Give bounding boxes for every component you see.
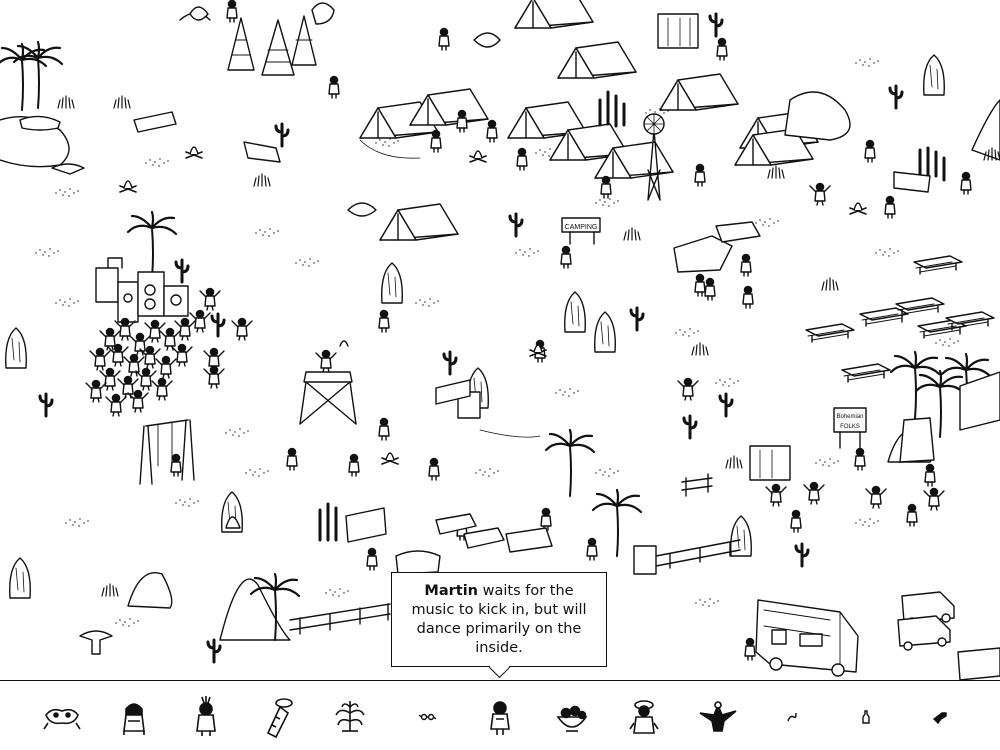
bushes bbox=[57, 95, 1000, 597]
glasses-icon bbox=[418, 713, 437, 721]
punk-person-icon bbox=[196, 696, 216, 736]
target-slot-hat-person[interactable] bbox=[616, 689, 672, 745]
bohemian-sign-line1: Bohemian bbox=[836, 414, 863, 420]
target-slot-fruit-bowl[interactable] bbox=[544, 689, 600, 745]
outhouses bbox=[457, 13, 791, 575]
windmill bbox=[643, 113, 665, 201]
target-slot-punk-person[interactable] bbox=[178, 689, 234, 745]
target-slot-bird[interactable] bbox=[690, 689, 746, 745]
tents bbox=[359, 0, 819, 241]
target-slot-snake[interactable] bbox=[764, 689, 820, 745]
target-slot-plant[interactable] bbox=[322, 689, 378, 745]
camping-sign: CAMPING bbox=[561, 217, 601, 245]
campervan bbox=[755, 599, 859, 677]
bohemian-sign-line2: FOLKS bbox=[840, 424, 860, 430]
hint-tooltip: Martin waits for the music to kick in, b… bbox=[391, 572, 607, 679]
alien-cactus-icon bbox=[266, 698, 293, 739]
lookout-tower bbox=[299, 340, 357, 425]
drum-creature-icon bbox=[43, 708, 81, 730]
target-slot-alien-cactus[interactable] bbox=[250, 689, 306, 745]
martin-icon bbox=[490, 701, 510, 735]
picnic-tables bbox=[805, 255, 995, 383]
misc-objects bbox=[79, 2, 935, 655]
game-scene[interactable]: CAMPING Bohemian FOLKS bbox=[0, 0, 1000, 680]
target-slot-glasses[interactable] bbox=[400, 689, 456, 745]
hint-target-name: Martin bbox=[424, 582, 478, 599]
camping-sign-text: CAMPING bbox=[565, 224, 598, 231]
gun-icon bbox=[932, 712, 947, 725]
music-stage bbox=[95, 257, 189, 323]
teepees bbox=[179, 12, 317, 76]
target-slot-drum-creature[interactable] bbox=[34, 689, 90, 745]
target-slot-martin[interactable] bbox=[472, 689, 528, 745]
oasis bbox=[0, 40, 85, 175]
plant-icon bbox=[335, 701, 365, 732]
bird-icon bbox=[699, 701, 737, 732]
fruit-bowl-icon bbox=[556, 705, 588, 732]
hat-person-icon bbox=[629, 700, 659, 734]
paths bbox=[359, 139, 541, 438]
bohemian-folks-sign: Bohemian FOLKS bbox=[833, 407, 867, 449]
cars bbox=[897, 371, 1000, 680]
target-slot-gun[interactable] bbox=[912, 689, 968, 745]
fences bbox=[289, 473, 741, 635]
target-slot-bottle[interactable] bbox=[838, 689, 894, 745]
target-slot-hooded-person[interactable] bbox=[106, 689, 162, 745]
swing-set bbox=[139, 419, 195, 485]
cacti bbox=[38, 12, 946, 664]
rocks bbox=[5, 54, 1000, 641]
hint-text: waits for the music to kick in, but will… bbox=[411, 582, 587, 656]
target-tray bbox=[0, 680, 1000, 750]
bottle-icon bbox=[862, 710, 870, 724]
hooded-person-icon bbox=[123, 703, 145, 735]
snake-icon bbox=[787, 712, 797, 722]
